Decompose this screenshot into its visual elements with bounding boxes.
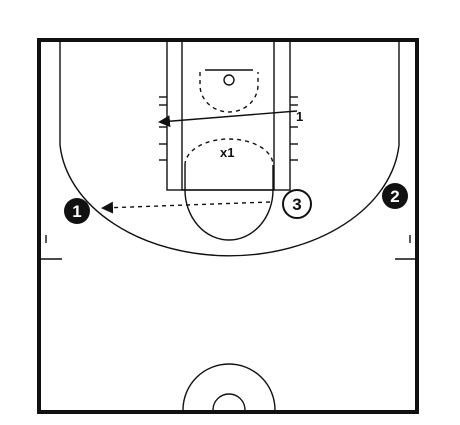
cutter-start-label: 1 — [296, 109, 303, 124]
player-1-marker: 1 — [64, 198, 90, 224]
player-3-marker: 3 — [282, 189, 312, 219]
lane-inner — [181, 39, 275, 191]
restricted-area — [199, 72, 259, 113]
pass-path-arrow — [101, 201, 271, 214]
center-circle-inner — [212, 393, 246, 411]
defender-x1-label: x1 — [220, 145, 234, 160]
court-side-ticks — [39, 235, 417, 260]
free-throw-circle-bottom — [184, 189, 274, 241]
player-2-number: 2 — [390, 187, 399, 206]
court-boundary — [37, 38, 419, 414]
player-1-number: 1 — [72, 202, 81, 221]
player-3-number: 3 — [292, 195, 301, 214]
center-circle-outer — [182, 363, 276, 411]
cut-path-arrow — [158, 110, 298, 128]
rim — [223, 74, 235, 86]
three-point-line — [59, 40, 400, 257]
free-throw-circle-side — [184, 165, 274, 190]
player-2-marker: 2 — [382, 183, 408, 209]
free-throw-circle-top — [184, 138, 274, 166]
